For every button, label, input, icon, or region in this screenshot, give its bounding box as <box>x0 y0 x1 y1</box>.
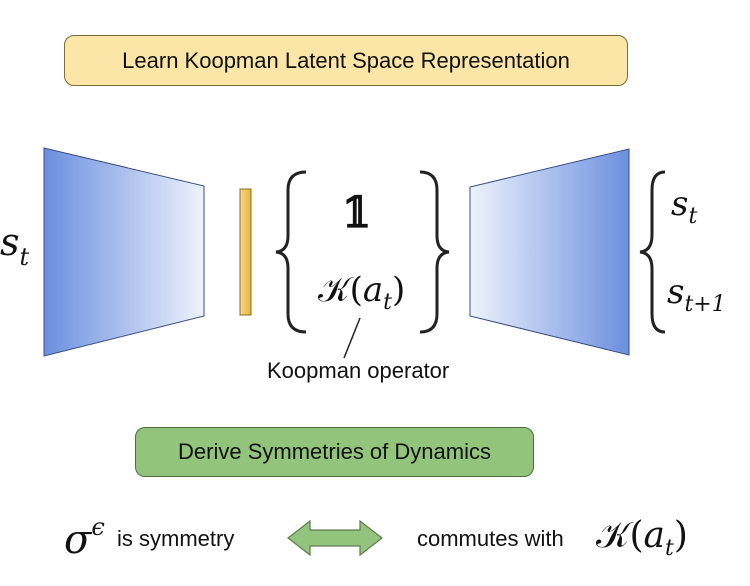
koopman-expression: 𝒦(at) <box>318 270 406 315</box>
koopman-pointer-line <box>343 317 361 359</box>
koopman-expression-bottom: 𝒦(at) <box>596 515 688 561</box>
identity-symbol: 𝟙 <box>342 188 372 237</box>
encoder-input-label: st <box>0 220 30 271</box>
decoder-shape <box>469 148 630 356</box>
is-symmetry-text: is symmetry <box>117 526 235 551</box>
commutes-with-text: commutes with <box>417 526 564 551</box>
double-arrow-icon <box>287 519 383 557</box>
sigma-epsilon: σϵ <box>64 513 105 563</box>
koopman-caption: Koopman operator <box>267 358 450 383</box>
decoder-output-st1: st+1 <box>667 272 726 317</box>
left-brace <box>275 170 307 334</box>
output-brace <box>639 170 666 334</box>
derive-symmetries-label: Derive Symmetries of Dynamics <box>135 427 534 477</box>
encoder-shape <box>43 147 205 357</box>
right-brace <box>419 170 450 334</box>
learn-latent-space-label: Learn Koopman Latent Space Representatio… <box>64 35 628 86</box>
latent-bar <box>239 188 252 316</box>
decoder-output-st: st <box>671 184 698 229</box>
